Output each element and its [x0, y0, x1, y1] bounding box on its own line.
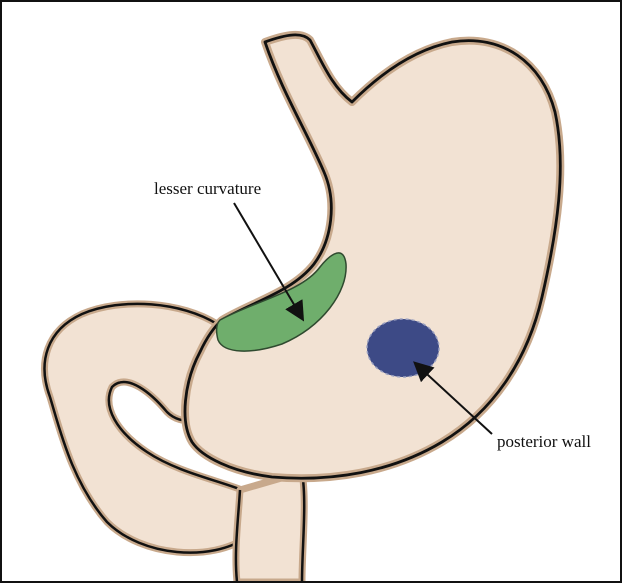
- stomach-body: [185, 35, 560, 478]
- duodenum-tail: [236, 472, 304, 581]
- lesser-curvature-label: lesser curvature: [154, 180, 261, 197]
- posterior-wall-label: posterior wall: [497, 433, 591, 450]
- posterior-wall-region: [367, 319, 439, 377]
